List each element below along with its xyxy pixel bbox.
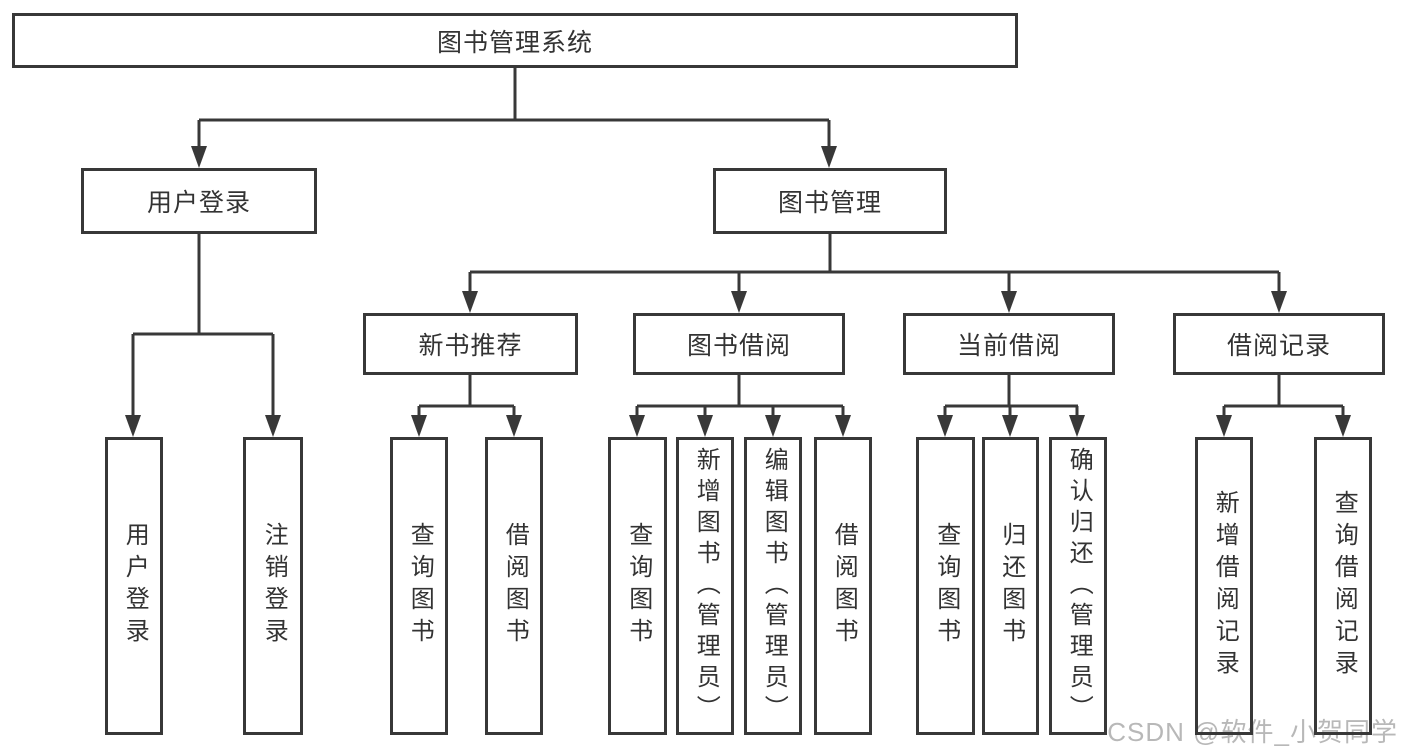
leaf-search-book-2-label: 查询图书 — [624, 522, 652, 650]
leaf-user-login: 用户登录 — [105, 437, 163, 735]
node-book-management: 图书管理 — [713, 168, 947, 234]
leaf-confirm-return-admin-label: 确认归还（管理员） — [1065, 446, 1093, 726]
leaf-borrow-book-1: 借阅图书 — [485, 437, 543, 735]
leaf-confirm-return-admin: 确认归还（管理员） — [1049, 437, 1107, 735]
leaf-search-borrow-record-label: 查询借阅记录 — [1330, 490, 1358, 682]
node-current-borrow-label: 当前借阅 — [956, 332, 1061, 360]
node-root-label: 图书管理系统 — [436, 28, 593, 57]
leaf-edit-book-admin: 编辑图书（管理员） — [744, 437, 802, 735]
leaf-logout-label: 注销登录 — [260, 522, 288, 650]
node-book-borrow-label: 图书借阅 — [686, 332, 791, 360]
node-borrow-records-label: 借阅记录 — [1226, 332, 1331, 360]
leaf-search-borrow-record: 查询借阅记录 — [1314, 437, 1372, 735]
node-new-book-recommend: 新书推荐 — [363, 313, 578, 375]
leaf-borrow-book-2: 借阅图书 — [814, 437, 872, 735]
node-borrow-records: 借阅记录 — [1173, 313, 1385, 375]
node-user-login-label: 用户登录 — [146, 189, 251, 217]
leaf-add-borrow-record-label: 新增借阅记录 — [1211, 490, 1239, 682]
leaf-return-book-label: 归还图书 — [997, 522, 1025, 650]
leaf-search-book-2: 查询图书 — [608, 437, 667, 735]
leaf-add-book-admin: 新增图书（管理员） — [676, 437, 734, 735]
connector-path — [131, 68, 1345, 423]
leaf-user-login-label: 用户登录 — [121, 522, 149, 650]
node-book-borrow: 图书借阅 — [633, 313, 845, 375]
leaf-borrow-book-2-label: 借阅图书 — [830, 522, 858, 650]
arrowheads — [125, 146, 1351, 437]
leaf-add-borrow-record: 新增借阅记录 — [1195, 437, 1253, 735]
node-book-management-label: 图书管理 — [777, 189, 882, 217]
leaf-search-book-3: 查询图书 — [916, 437, 975, 735]
leaf-return-book: 归还图书 — [982, 437, 1039, 735]
node-new-book-recommend-label: 新书推荐 — [418, 332, 523, 360]
leaf-edit-book-admin-label: 编辑图书（管理员） — [760, 446, 788, 726]
leaf-search-book-1-label: 查询图书 — [406, 522, 434, 650]
node-root: 图书管理系统 — [12, 13, 1018, 68]
leaf-borrow-book-1-label: 借阅图书 — [501, 522, 529, 650]
leaf-add-book-admin-label: 新增图书（管理员） — [692, 446, 720, 726]
leaf-search-book-1: 查询图书 — [390, 437, 448, 735]
node-user-login: 用户登录 — [81, 168, 317, 234]
leaf-search-book-3-label: 查询图书 — [932, 522, 960, 650]
node-current-borrow: 当前借阅 — [903, 313, 1115, 375]
leaf-logout: 注销登录 — [243, 437, 303, 735]
